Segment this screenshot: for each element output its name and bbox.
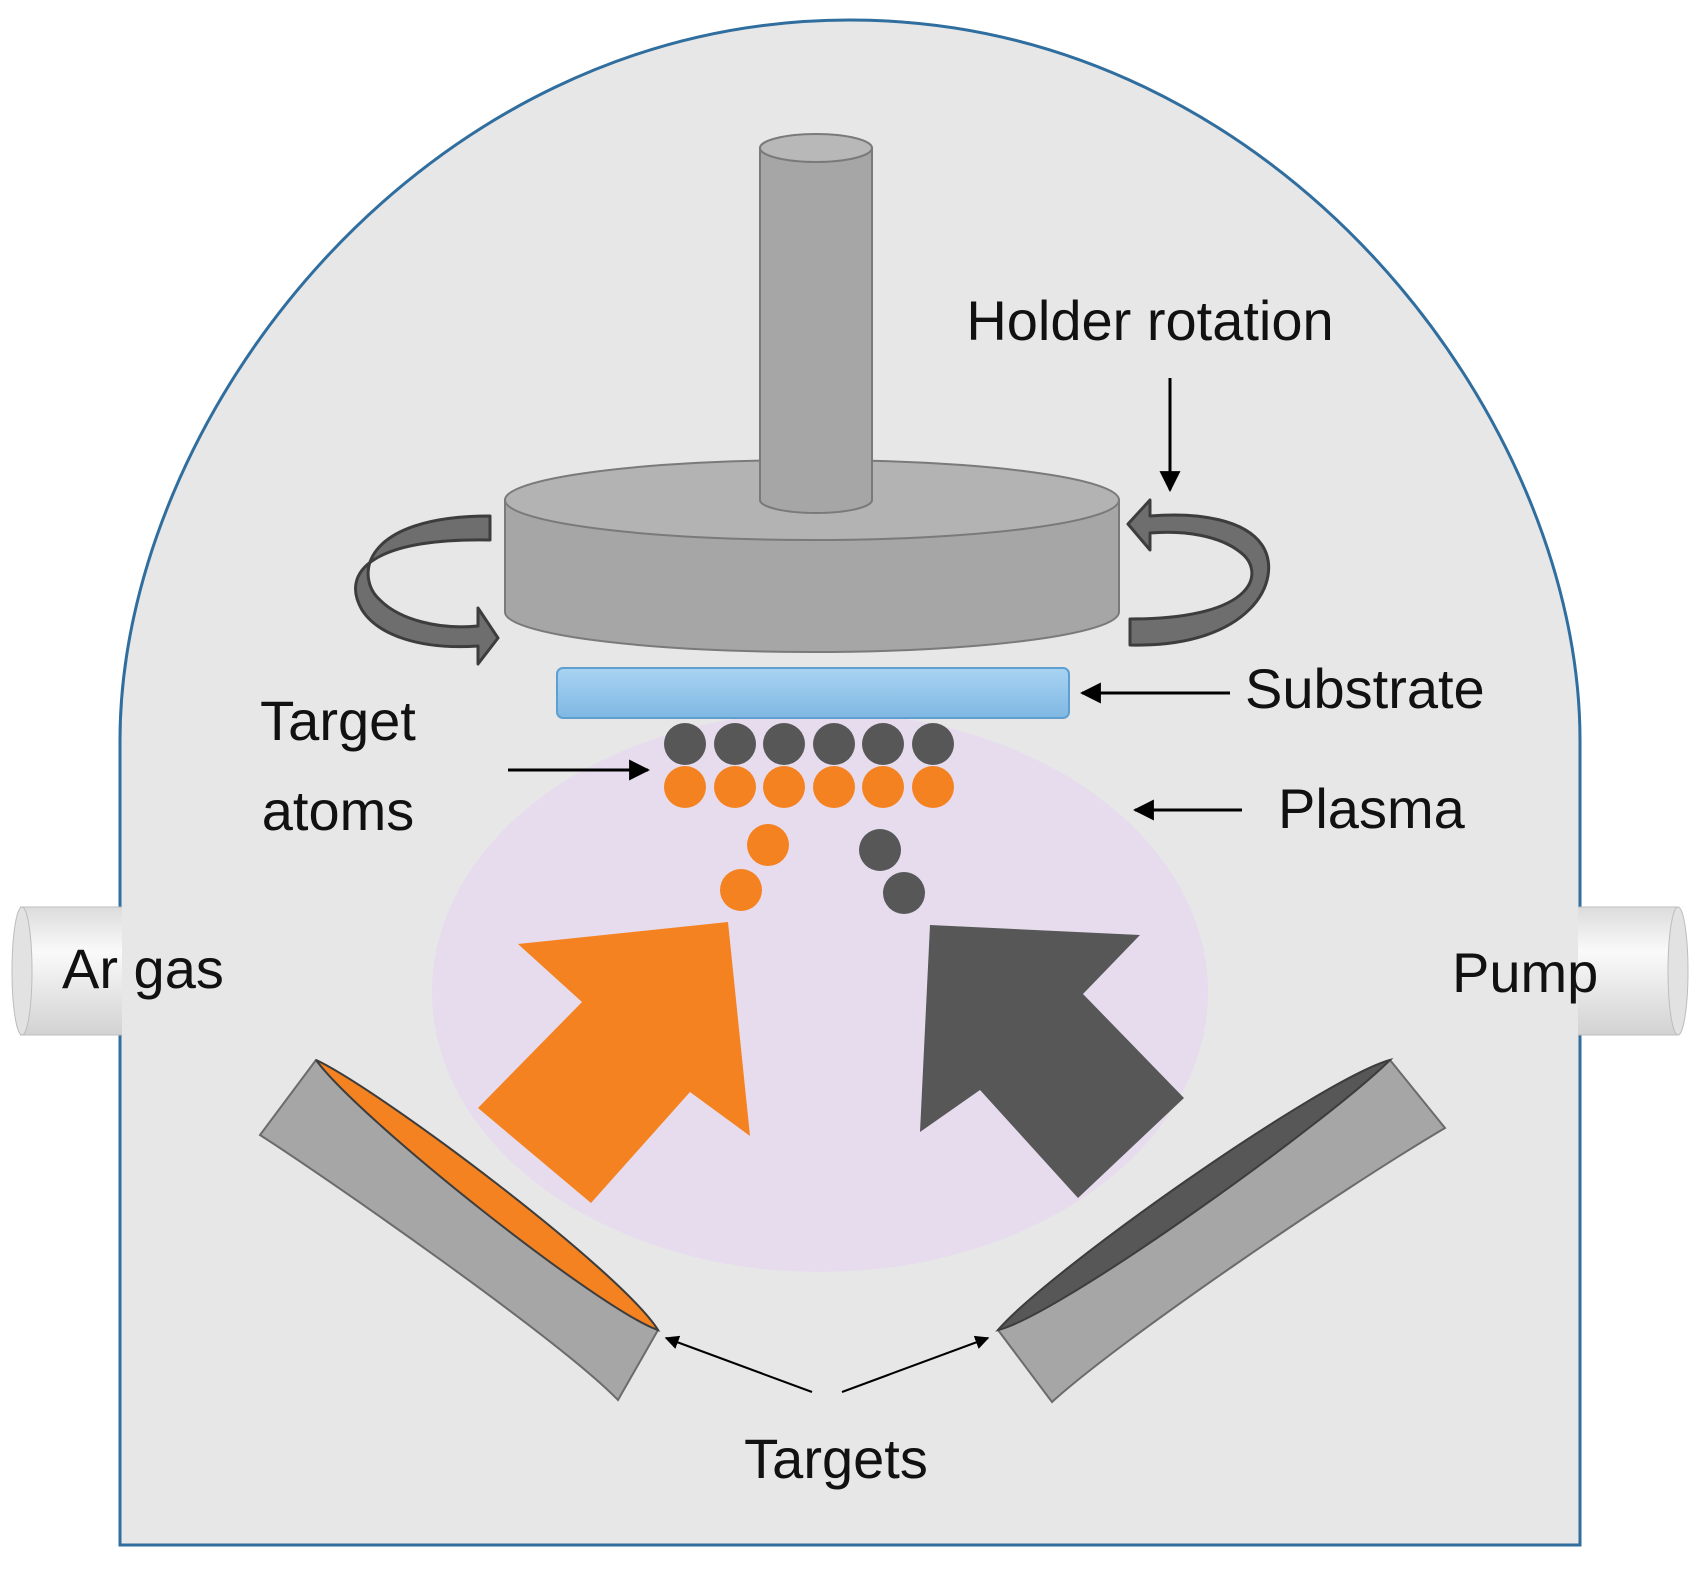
atom-dark [859,829,901,871]
holder-rotation-label: Holder rotation [966,289,1333,352]
atom-orange [720,869,762,911]
orange-sputter-arrow [478,922,750,1203]
target-left [258,1058,661,1402]
pump-outlet-pipe [1578,906,1689,1036]
atom-dark [883,872,925,914]
atom-dark [912,723,954,765]
targets-pointer-right [841,1335,990,1393]
atom-orange [763,766,805,808]
targets-pointer-left [664,1335,813,1393]
atom-dark [664,723,706,765]
atom-dark [714,723,756,765]
target-atoms [664,723,954,914]
atom-orange [862,766,904,808]
target-atoms-label-line1: Target [260,689,416,752]
target-right [995,1058,1447,1404]
substrate-label: Substrate [1245,657,1485,720]
atom-orange [747,824,789,866]
atom-orange [714,766,756,808]
targets-label: Targets [744,1427,928,1490]
rotation-arrow-right-icon [1126,498,1271,647]
atom-dark [862,723,904,765]
plasma-label: Plasma [1278,777,1466,840]
substrate [556,667,1070,719]
ar-gas-inlet-pipe [11,906,122,1036]
atom-orange [813,766,855,808]
atom-dark [763,723,805,765]
holder-shaft [759,133,873,514]
gray-sputter-arrow [920,925,1184,1198]
pump-label: Pump [1452,941,1598,1004]
target-atoms-label-line2: atoms [262,779,415,842]
atom-orange [664,766,706,808]
ar-gas-label: Ar gas [62,937,224,1000]
rotation-arrow-left-icon [354,514,500,666]
atom-dark [813,723,855,765]
atom-orange [912,766,954,808]
